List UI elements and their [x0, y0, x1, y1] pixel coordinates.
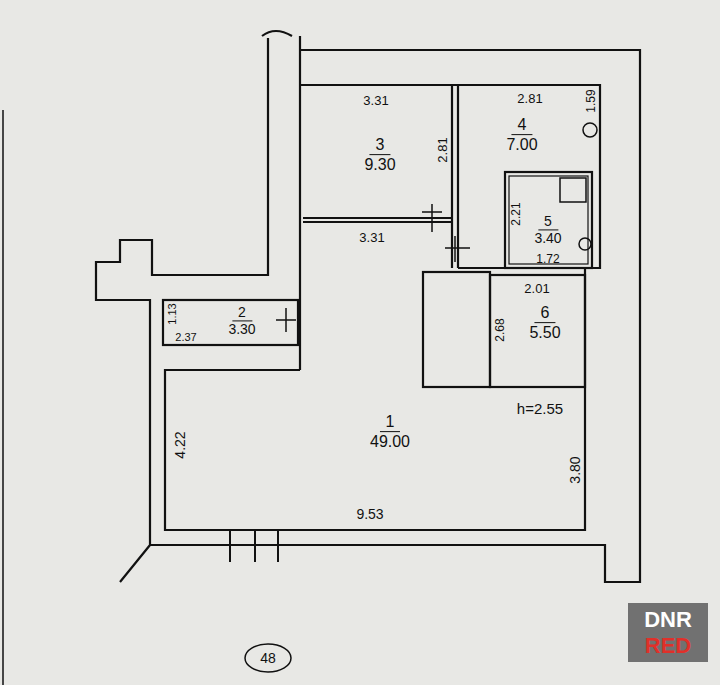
dimension: 1.59 — [585, 89, 597, 112]
watermark: RED — [645, 635, 691, 657]
room-text-group: 65.50 — [529, 304, 560, 342]
outer-wall — [150, 50, 640, 582]
toilet-fixture — [560, 178, 586, 202]
room-area: 49.00 — [370, 432, 410, 451]
room-area: 9.30 — [364, 155, 395, 174]
room-number: 3 — [370, 136, 391, 155]
ceiling-height: h=2.55 — [517, 401, 563, 416]
sheet-number: 48 — [260, 651, 276, 665]
watermark: DNR — [644, 609, 692, 631]
dimension: 3.31 — [359, 231, 384, 244]
dimension: 2.81 — [436, 137, 449, 162]
room-outline — [163, 300, 298, 345]
room-number: 6 — [535, 304, 556, 323]
dimension: 2.37 — [175, 332, 196, 343]
partition — [303, 218, 452, 222]
outer-wall — [96, 38, 268, 582]
partition — [458, 267, 600, 269]
sheet-edge — [2, 110, 4, 685]
room-number: 5 — [538, 214, 558, 230]
room-text-group: 53.40 — [534, 214, 561, 247]
room-text-group: 149.00 — [370, 413, 410, 451]
room-outline — [505, 172, 592, 268]
dimension: 1.72 — [536, 253, 559, 265]
room-area: 7.00 — [506, 135, 537, 154]
dimension: 2.21 — [510, 202, 522, 225]
room-area: 3.30 — [228, 322, 255, 339]
room-number: 4 — [512, 116, 533, 135]
dimension: 2.01 — [524, 282, 549, 295]
room-number: 1 — [380, 413, 401, 432]
dimension: 2.81 — [517, 92, 542, 105]
dimension: 4.22 — [173, 431, 187, 458]
door-mark — [445, 236, 470, 262]
room-box: 149.00 — [165, 370, 585, 530]
stove-fixture — [583, 123, 597, 137]
closet-outline — [423, 272, 490, 387]
dimension: 1.13 — [167, 303, 178, 324]
dimension: 3.31 — [363, 94, 388, 107]
room-text-group: 39.30 — [364, 136, 395, 174]
door-mark — [422, 204, 442, 232]
dimension: 3.80 — [568, 456, 582, 483]
inner-wall — [165, 85, 600, 530]
room-text-group: 47.00 — [506, 116, 537, 154]
window — [230, 530, 278, 562]
room-outline — [490, 275, 585, 387]
dimension: 2.68 — [494, 318, 506, 341]
watermark-box — [628, 603, 708, 662]
room-outline — [509, 176, 588, 264]
sheet-number-ring — [245, 644, 291, 672]
room-text-group: 23.30 — [228, 305, 255, 338]
door-mark — [276, 308, 296, 332]
room-area: 3.40 — [534, 231, 561, 248]
drain-fixture — [579, 238, 591, 250]
room-number: 2 — [232, 305, 252, 321]
wall-hook — [262, 31, 292, 36]
dimension: 9.53 — [356, 507, 383, 521]
room-area: 5.50 — [529, 323, 560, 342]
